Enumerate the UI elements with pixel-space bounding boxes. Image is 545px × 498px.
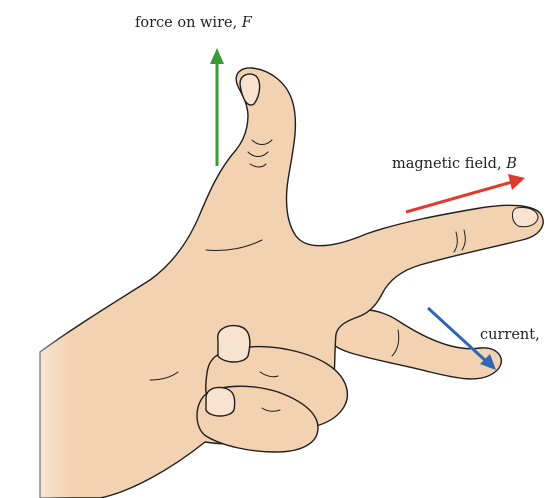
thumb-nail — [240, 74, 260, 105]
force-arrow — [210, 48, 224, 166]
current-label: current, — [480, 327, 540, 343]
field-label: magnetic field, B — [392, 156, 517, 172]
ring-finger-nail — [218, 326, 250, 362]
little-finger-nail — [206, 387, 235, 416]
wrist-fade — [0, 300, 130, 498]
force-label: force on wire, F — [135, 15, 253, 31]
index-finger-nail — [512, 207, 538, 226]
